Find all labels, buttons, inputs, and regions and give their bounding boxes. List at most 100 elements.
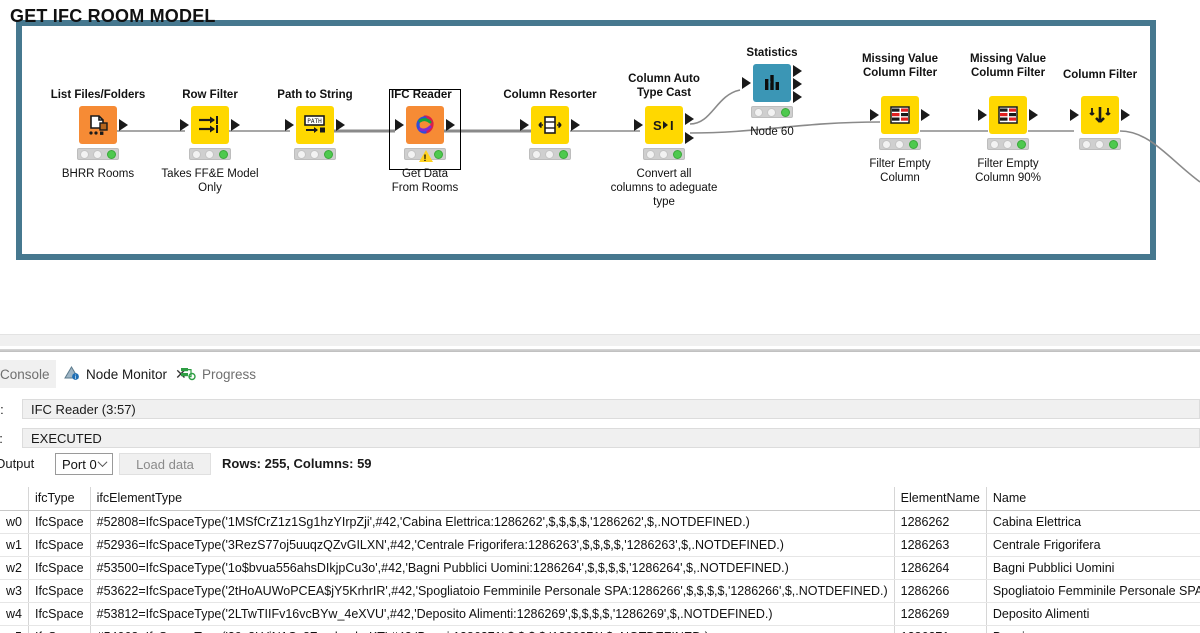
node-title: IFC Reader xyxy=(391,89,452,101)
node-field-value: IFC Reader (3:57) xyxy=(22,399,1200,419)
node-status-executed xyxy=(987,138,1029,150)
cell-ifctype: IfcSpace xyxy=(28,602,91,626)
cell-name: Bagni Pubblici Uomini xyxy=(986,556,1200,580)
node-status-executed xyxy=(294,148,336,160)
panel-tab-bar: Console i Node Monitor ✕ xyxy=(0,360,1200,388)
cell-ifctype: IfcSpace xyxy=(28,625,91,633)
cell-name: Bagni xyxy=(986,625,1200,633)
load-data-button[interactable]: Load data xyxy=(119,453,211,475)
ifc-reader-icon xyxy=(406,106,444,144)
node-list-files-folders[interactable]: List Files/Folders BHRR Rooms xyxy=(38,88,158,181)
cell-elementname: 1286262 xyxy=(894,510,987,534)
output-port[interactable] xyxy=(446,119,455,131)
output-port[interactable] xyxy=(921,109,930,121)
table-row[interactable]: w5IfcSpace#54068=IfcSpaceType('39c8LYiN1… xyxy=(0,625,1200,633)
node-title: List Files/Folders xyxy=(50,89,146,101)
node-subtitle: Convert all columns to adeguate type xyxy=(610,168,718,208)
column-header-name[interactable]: Name xyxy=(986,487,1200,511)
node-subtitle: Takes FF&E Model Only xyxy=(161,168,259,194)
input-port[interactable] xyxy=(634,119,643,131)
output-port-1[interactable] xyxy=(685,113,694,125)
input-port[interactable] xyxy=(395,119,404,131)
node-path-to-string[interactable]: Path to String PATH xyxy=(255,88,375,167)
column-header-ifcelementtype[interactable]: ifcElementType xyxy=(90,487,895,511)
node-status-executed xyxy=(1079,138,1121,150)
cell-elementname: 1286271 xyxy=(894,625,987,633)
node-row-filter[interactable]: Row Filter Takes FF&E Model Only xyxy=(150,88,270,195)
cell-rowid: w2 xyxy=(0,556,29,580)
cell-name: Deposito Alimenti xyxy=(986,602,1200,626)
tab-node-monitor-label: Node Monitor xyxy=(86,366,168,382)
node-subtitle: Filter Empty Column 90% xyxy=(975,158,1041,184)
input-port[interactable] xyxy=(978,109,987,121)
cell-name: Cabina Elettrica xyxy=(986,510,1200,534)
cell-rowid: w1 xyxy=(0,533,29,557)
port-select-value: Port 0 xyxy=(62,456,97,472)
output-port-2[interactable] xyxy=(793,78,802,90)
missing-value-column-filter-icon xyxy=(989,96,1027,134)
column-header-ifctype[interactable]: ifcType xyxy=(28,487,91,511)
input-port[interactable] xyxy=(1070,109,1079,121)
close-icon[interactable]: ✕ xyxy=(175,366,187,382)
input-port[interactable] xyxy=(520,119,529,131)
node-statistics[interactable]: Statistics Node 60 xyxy=(712,46,832,139)
input-port[interactable] xyxy=(870,109,879,121)
state-field-value: EXECUTED xyxy=(22,428,1200,448)
column-header-rowid[interactable] xyxy=(0,487,29,511)
output-port[interactable] xyxy=(119,119,128,131)
cell-rowid: w3 xyxy=(0,579,29,603)
tab-console[interactable]: Console xyxy=(0,360,58,388)
tab-node-monitor[interactable]: i Node Monitor ✕ xyxy=(56,360,195,388)
canvas-horizontal-scrollbar[interactable] xyxy=(0,334,1200,346)
svg-text:S: S xyxy=(653,118,662,133)
node-title: Column Resorter xyxy=(503,89,597,101)
cell-rowid: w4 xyxy=(0,602,29,626)
output-port-2[interactable] xyxy=(685,132,694,144)
cell-ifcelementtype: #53812=IfcSpaceType('2LTwTIIFv16vcBYw_4e… xyxy=(90,602,895,626)
port-select-dropdown[interactable]: Port 0 xyxy=(55,453,113,475)
panel-divider[interactable] xyxy=(0,349,1200,352)
cell-ifctype: IfcSpace xyxy=(28,579,91,603)
cell-elementname: 1286263 xyxy=(894,533,987,557)
svg-text:I: I xyxy=(670,118,674,133)
input-port[interactable] xyxy=(742,77,751,89)
column-resorter-icon xyxy=(531,106,569,144)
output-port-3[interactable] xyxy=(793,91,802,103)
input-port[interactable] xyxy=(180,119,189,131)
node-subtitle: Filter Empty Column xyxy=(869,158,931,184)
data-table-container[interactable]: ifcType ifcElementType ElementName Name … xyxy=(0,487,1200,633)
column-header-elementname[interactable]: ElementName xyxy=(894,487,987,511)
cell-name: Spogliatoio Femminile Personale SPA xyxy=(986,579,1200,603)
node-column-auto-type-cast[interactable]: Column Auto Type Cast S I Convert all co… xyxy=(604,72,724,209)
output-port[interactable] xyxy=(1121,109,1130,121)
node-subtitle: Node 60 xyxy=(750,126,794,138)
tab-progress[interactable]: Progress xyxy=(172,360,264,388)
tab-progress-label: Progress xyxy=(202,366,257,382)
node-column-resorter[interactable]: Column Resorter xyxy=(490,88,610,167)
node-missing-value-column-filter-1[interactable]: Missing Value Column Filter xyxy=(840,52,960,185)
list-files-folders-icon xyxy=(79,106,117,144)
node-missing-value-column-filter-2[interactable]: Missing Value Column Filter xyxy=(948,52,1068,185)
output-port[interactable] xyxy=(1029,109,1038,121)
cell-rowid: w0 xyxy=(0,510,29,534)
node-status-executed xyxy=(529,148,571,160)
cell-elementname: 1286266 xyxy=(894,579,987,603)
node-column-filter[interactable]: Column Filter xyxy=(1040,68,1160,157)
node-ifc-reader[interactable]: IFC Reader xyxy=(365,88,485,195)
state-field-label: e: xyxy=(0,431,3,446)
node-selection-outline xyxy=(389,89,461,170)
workflow-canvas[interactable]: GET IFC ROOM MODEL List Files/Folders xyxy=(0,0,1200,330)
output-port-1[interactable] xyxy=(793,65,802,77)
input-port[interactable] xyxy=(285,119,294,131)
output-port[interactable] xyxy=(336,119,345,131)
node-title: Missing Value Column Filter xyxy=(969,53,1047,79)
cell-ifctype: IfcSpace xyxy=(28,510,91,534)
output-port[interactable] xyxy=(231,119,240,131)
output-port[interactable] xyxy=(571,119,580,131)
